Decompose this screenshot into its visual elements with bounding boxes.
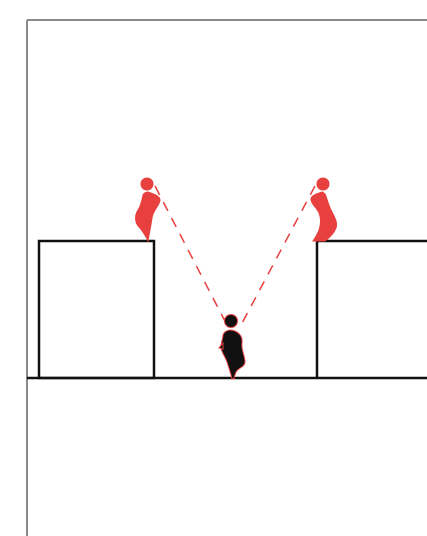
sightline-right [240, 186, 315, 327]
frame [27, 20, 427, 536]
left-raised-block [39, 241, 154, 378]
observer-person-icon [219, 315, 245, 380]
sightline-left [155, 186, 228, 327]
right-raised-block [317, 241, 427, 378]
